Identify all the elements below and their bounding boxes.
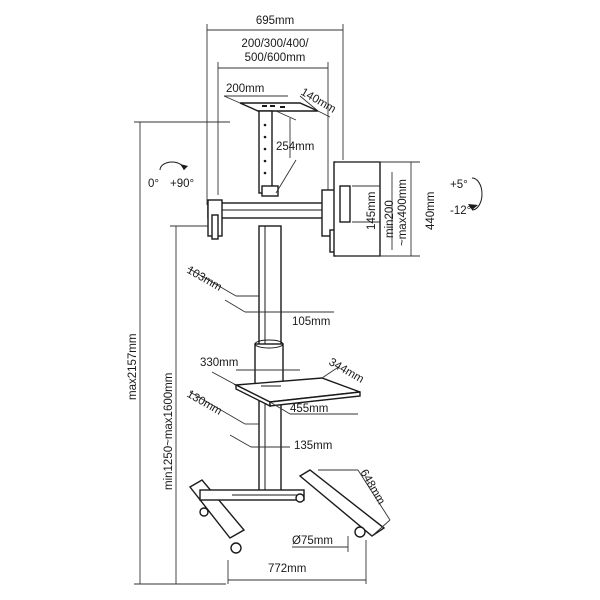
dim-vesa-patterns: 200/300/400/ 500/600mm [217, 38, 329, 195]
label-tilt-up: +5° [450, 179, 468, 191]
base [188, 469, 386, 554]
label-shelf-mount-depth: 130mm [185, 388, 224, 418]
label-caster-diameter: Ø75mm [292, 535, 333, 547]
label-tilt-down: -12° [450, 205, 471, 217]
label-vesa-range-1: min200 [384, 200, 396, 238]
label-vesa-range-2: ~max400mm [397, 179, 409, 246]
column [254, 225, 284, 499]
label-base-depth: 648mm [357, 468, 387, 507]
label-column-depth: 103mm [185, 264, 224, 294]
shelf [233, 377, 361, 408]
label-width-total: 695mm [256, 15, 294, 27]
tilt-indicator: +5° -12° [450, 177, 483, 217]
label-bracket-height: 254mm [276, 141, 314, 153]
label-shelf-mount-width: 135mm [294, 440, 332, 452]
height-dimensions: max2157mm min1250~max1600mm [127, 121, 230, 585]
label-column-width: 105mm [292, 316, 330, 328]
label-shelf-front: 455mm [290, 403, 328, 415]
top-bracket: 200mm 140mm [223, 83, 338, 118]
rotation-indicator: 0° +90° [148, 161, 194, 190]
dim-width-total: 695mm [206, 15, 344, 205]
side-view-arm: 145mm min200 ~max400mm 440mm [333, 161, 437, 257]
label-arm-total: 440mm [425, 192, 437, 230]
label-base-width: 772mm [268, 563, 306, 575]
label-vesa-line1: 200/300/400/ [241, 38, 309, 50]
label-vesa-line2: 500/600mm [245, 52, 306, 64]
label-rotation-left: 0° [148, 178, 159, 190]
label-screen-center-range: min1250~max1600mm [163, 373, 175, 490]
label-rotation-right: +90° [170, 178, 194, 190]
label-max-height: max2157mm [127, 334, 139, 400]
label-arm-height: 145mm [366, 192, 378, 230]
vertical-arm: 254mm [258, 110, 314, 197]
label-bracket-width: 200mm [226, 83, 264, 95]
label-shelf-width: 330mm [200, 357, 238, 369]
